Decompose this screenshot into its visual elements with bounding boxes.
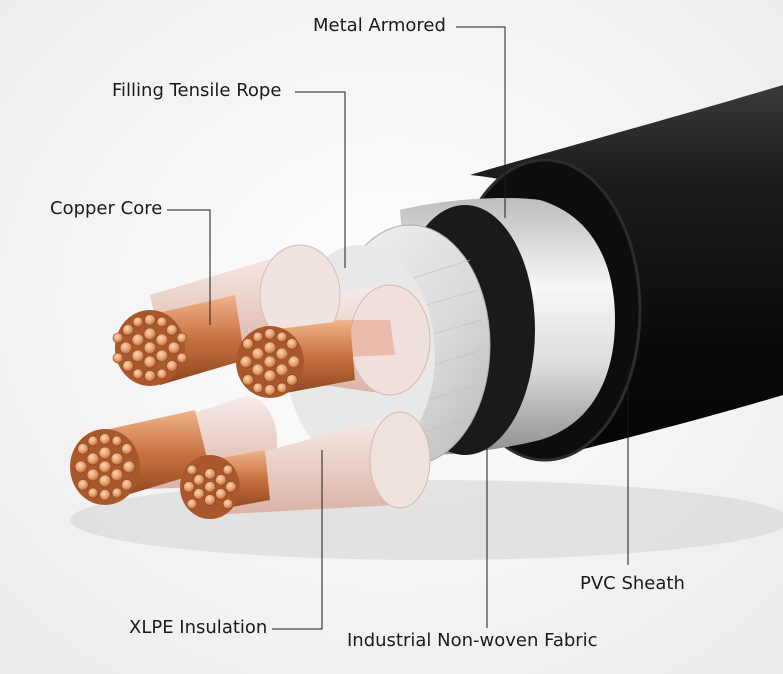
label-industrial-non-woven-fabric: Industrial Non-woven Fabric — [347, 630, 598, 651]
leader-filling-tensile-rope — [295, 91, 346, 268]
label-filling-tensile-rope: Filling Tensile Rope — [112, 80, 282, 101]
label-xlpe-insulation: XLPE Insulation — [129, 617, 268, 638]
leader-xlpe-insulation — [272, 450, 323, 630]
leader-lines — [167, 26, 629, 630]
copper-core-face-3 — [70, 429, 140, 505]
copper-core-face-1 — [112, 310, 188, 386]
label-metal-armored: Metal Armored — [313, 15, 446, 36]
copper-core-face-2 — [236, 326, 304, 398]
label-copper-core: Copper Core — [50, 198, 163, 219]
leader-metal-armored — [456, 26, 506, 218]
cable-shadow — [70, 480, 783, 560]
label-pvc-sheath: PVC Sheath — [580, 573, 685, 594]
copper-core-face-4 — [180, 455, 240, 519]
leader-copper-core — [167, 209, 211, 325]
